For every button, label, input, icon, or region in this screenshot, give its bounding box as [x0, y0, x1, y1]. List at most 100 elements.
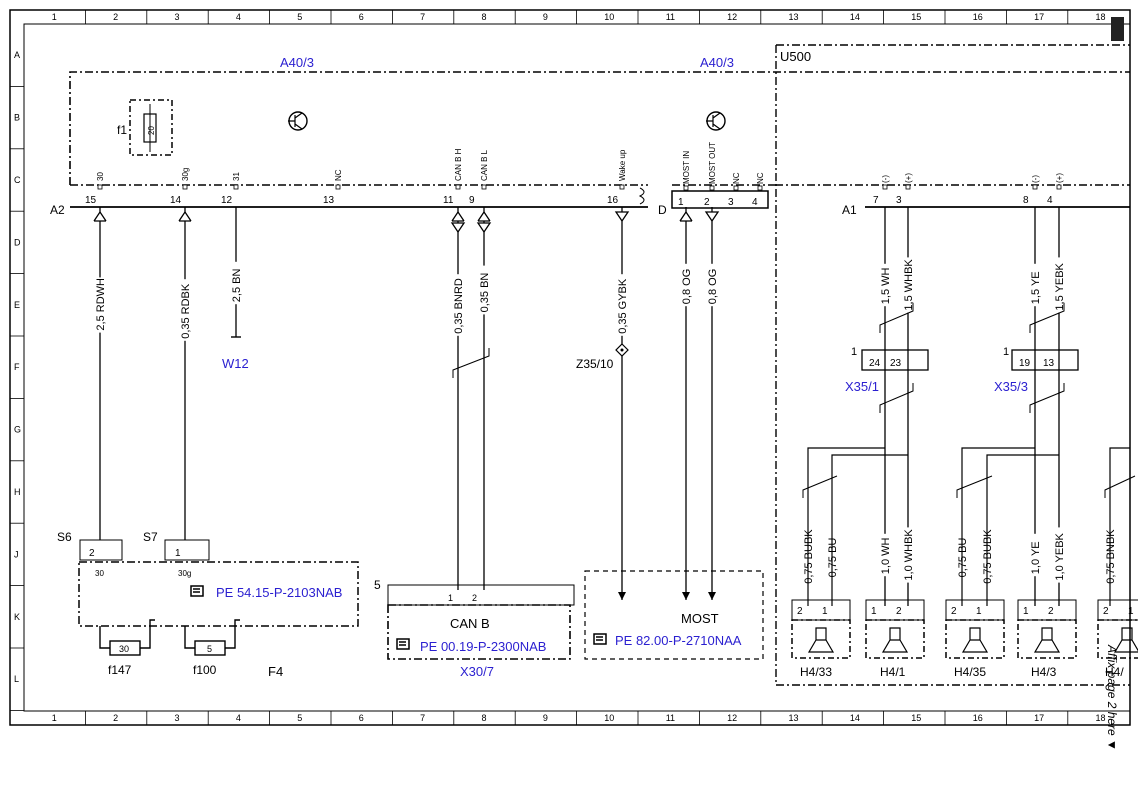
speaker-wire — [831, 454, 908, 606]
wire-arrow — [178, 210, 192, 222]
s6-box — [79, 539, 123, 561]
wire-label-bg — [616, 274, 628, 336]
grid-col-label: 1 — [52, 12, 57, 22]
s7-label: S7 — [143, 530, 158, 544]
f4-pin-30: 30 — [95, 569, 104, 578]
twisted-pair-mark — [452, 348, 490, 378]
grid-col-label: 10 — [604, 713, 614, 723]
speaker-pin: 1 — [871, 606, 877, 617]
ref-82: PE 82.00-P-2710NAA — [615, 633, 742, 648]
wire-label: 1,0 YE — [1030, 541, 1042, 574]
grid-row-label: J — [14, 549, 19, 559]
wire-label-bg — [902, 257, 914, 313]
grid-row-label: C — [14, 175, 21, 185]
grid-col-label: 4 — [236, 12, 241, 22]
x353-pin-b: 13 — [1043, 358, 1055, 369]
wire-label: 1,5 YE — [1030, 271, 1042, 304]
grid-col-label: 12 — [727, 12, 737, 22]
module-label-u500: U500 — [780, 49, 811, 64]
f4-pin-30g: 30g — [178, 569, 191, 578]
wire-label: 0,75 BNBK — [1105, 529, 1117, 584]
x353-box — [1011, 349, 1079, 371]
grid-col-label: 7 — [420, 713, 425, 723]
a2-pin-label: NC — [334, 169, 343, 181]
speaker-icon — [1033, 627, 1061, 653]
wire-label: 0,8 OG — [681, 269, 693, 304]
d-pin-number: 4 — [752, 197, 758, 208]
wire-label: 0,35 RDBK — [180, 283, 192, 339]
x351-pin-num: 1 — [851, 346, 857, 358]
f100-value: 5 — [207, 644, 212, 654]
speaker-box — [1017, 619, 1077, 659]
wire-label-bg — [1053, 257, 1065, 313]
f147-value: 30 — [119, 644, 129, 654]
canb-label: CAN B — [450, 616, 490, 631]
grid-col-label: 18 — [1096, 12, 1106, 22]
speaker-pin: 1 — [976, 606, 982, 617]
a2-pin-mark — [619, 184, 625, 190]
f147-label: f147 — [108, 663, 132, 677]
x351-pin-b: 23 — [890, 358, 902, 369]
grid-col-label: 6 — [359, 12, 364, 22]
grid-col-label: 17 — [1034, 12, 1044, 22]
a1-pin-mark — [905, 184, 911, 190]
transistor-icon — [288, 111, 308, 131]
x307-pin-1: 1 — [448, 593, 453, 603]
a2-pin-label: 31 — [232, 172, 241, 181]
grid-col-label: 15 — [911, 713, 921, 723]
ref-00: PE 00.19-P-2300NAB — [420, 639, 546, 654]
wire-arrow — [477, 210, 491, 222]
a2-pin-label: CAN B H — [454, 148, 463, 181]
wire-arrow — [93, 210, 107, 222]
wire-arrow — [476, 222, 492, 234]
grid-col-label: 16 — [973, 713, 983, 723]
grid-col-label: 9 — [543, 713, 548, 723]
a1-pins: 7(-)3(+)8(-)4(+) — [873, 173, 1064, 206]
x353-label: X35/3 — [994, 379, 1028, 394]
speaker-wire — [961, 447, 1035, 606]
grid-row-label: D — [14, 237, 21, 247]
wire-label-bg — [94, 277, 106, 333]
d-pin-label: MOST OUT — [708, 142, 717, 184]
h433-label: H4/33 — [800, 665, 832, 679]
wire-arrow — [451, 210, 465, 222]
speaker-pin: 1 — [822, 606, 828, 617]
u500-border — [775, 44, 1130, 686]
d-pin-mark — [709, 185, 715, 191]
corner-mark — [1111, 17, 1124, 41]
speaker-pin: 2 — [1103, 606, 1109, 617]
x351-box — [861, 349, 929, 371]
grid-row-label: H — [14, 487, 21, 497]
a1-pin-mark — [882, 184, 888, 190]
a2-pin-number: 13 — [323, 195, 335, 206]
a2-pin-number: 14 — [170, 195, 182, 206]
wire-label-bg — [1029, 533, 1041, 577]
twisted-pair-mark — [879, 303, 914, 333]
a1-pin-label: (+) — [1055, 173, 1064, 183]
grid-col-label: 4 — [236, 713, 241, 723]
frame-inner — [23, 23, 1131, 712]
speaker-wire — [986, 454, 1059, 606]
twisted-pair-mark — [879, 383, 914, 413]
a1-pin-number: 4 — [1047, 195, 1053, 206]
a2-pin-mark — [182, 184, 188, 190]
speaker-box — [945, 619, 1005, 659]
h43-label: H4/3 — [1031, 665, 1057, 679]
reference-icon — [396, 638, 410, 650]
grid-row-label: G — [14, 425, 21, 435]
x351-label: X35/1 — [845, 379, 879, 394]
d-pin-number: 2 — [704, 197, 710, 208]
grid-col-label: 9 — [543, 12, 548, 22]
a2-pin-number: 12 — [221, 195, 233, 206]
a2-pin-mark — [97, 184, 103, 190]
s6-label: S6 — [57, 530, 72, 544]
a1-pin-mark — [1032, 184, 1038, 190]
wire-label-bg — [1029, 263, 1041, 307]
h41-label: H4/1 — [880, 665, 906, 679]
a2-pin-mark — [233, 184, 239, 190]
